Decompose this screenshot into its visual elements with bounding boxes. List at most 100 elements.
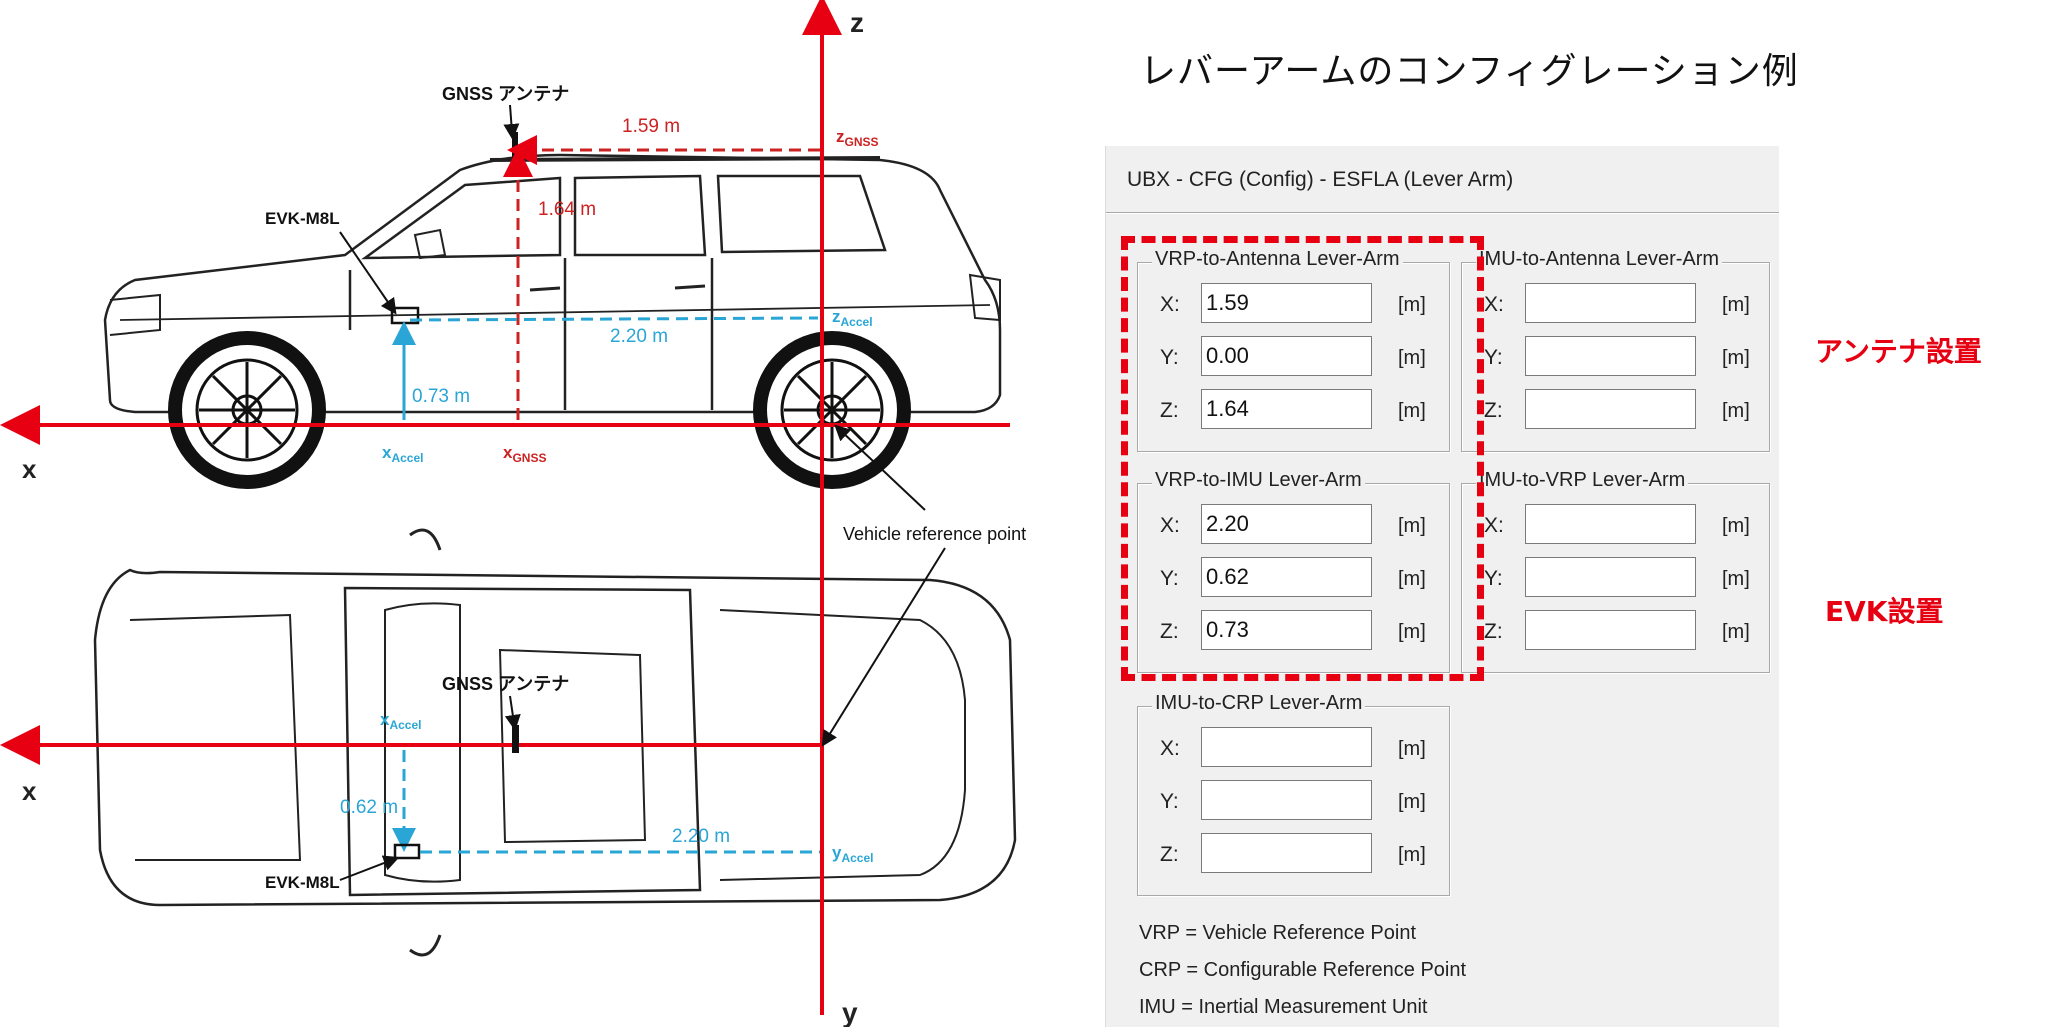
row-label: X: (1160, 293, 1180, 316)
unit-label: [m] (1722, 568, 1750, 590)
x-accel-top-label: xAccel (380, 710, 422, 732)
group-imu-to-vrp: IMU-to-VRP Lever-Arm X: [m] Y: [m] Z: [m… (1461, 469, 1770, 673)
dim-220-side: 2.20 m (610, 326, 668, 347)
unit-label: [m] (1398, 844, 1426, 866)
imu-antenna-x-input[interactable] (1525, 283, 1696, 323)
x-gnss-label: xGNSS (503, 443, 546, 465)
axis-y-label: y (842, 997, 858, 1027)
row-label: X: (1160, 514, 1180, 537)
vrp-antenna-row-z: Z: [m] (1138, 389, 1449, 433)
vehicle-reference-point-label: Vehicle reference point (843, 524, 1026, 544)
dialog-title: UBX - CFG (Config) - ESFLA (Lever Arm) (1127, 168, 1514, 191)
group-imu-to-antenna: IMU-to-Antenna Lever-Arm X: [m] Y: [m] Z… (1461, 248, 1770, 452)
evk-label-side: EVK-M8L (265, 209, 340, 228)
gnss-label-side: GNSS アンテナ (442, 84, 569, 104)
imu-crp-x-input[interactable] (1201, 727, 1372, 767)
unit-label: [m] (1722, 347, 1750, 369)
group-title-vrp-to-imu: VRP-to-IMU Lever-Arm (1152, 469, 1365, 492)
imu-vrp-row-y: Y: [m] (1462, 557, 1769, 601)
group-vrp-to-imu: VRP-to-IMU Lever-Arm X: [m] Y: [m] Z: [m… (1137, 469, 1450, 673)
imu-crp-row-y: Y: [m] (1138, 780, 1449, 824)
imu-crp-row-x: X: [m] (1138, 727, 1449, 771)
z-gnss-label: zGNSS (836, 127, 879, 149)
vrp-imu-row-y: Y: [m] (1138, 557, 1449, 601)
imu-vrp-y-input[interactable] (1525, 557, 1696, 597)
legend-imu: IMU = Inertial Measurement Unit (1139, 996, 1428, 1018)
unit-label: [m] (1722, 515, 1750, 537)
unit-label: [m] (1398, 347, 1426, 369)
y-accel-label: yAccel (832, 843, 874, 865)
imu-crp-z-input[interactable] (1201, 833, 1372, 873)
group-title-imu-to-crp: IMU-to-CRP Lever-Arm (1152, 692, 1366, 715)
vrp-imu-z-input[interactable] (1201, 610, 1372, 650)
row-label: Z: (1160, 843, 1179, 866)
page-title: レバーアームのコンフィグレーション例 (1140, 51, 1799, 92)
evk-label-top: EVK-M8L (265, 873, 340, 892)
imu-vrp-z-input[interactable] (1525, 610, 1696, 650)
axis-x-side-label: x (22, 454, 37, 484)
unit-label: [m] (1398, 400, 1426, 422)
unit-label: [m] (1398, 294, 1426, 316)
vehicle-lever-arm-diagram: z y x x GNSS アンテナ 1.59 m zGNSS 1.64 m xG… (0, 0, 1026, 1027)
row-label: Z: (1484, 620, 1503, 643)
axis-z-label: z (850, 7, 864, 38)
dim-164: 1.64 m (538, 199, 596, 220)
esfla-dialog: UBX - CFG (Config) - ESFLA (Lever Arm) V… (1105, 146, 1779, 1027)
car-side-wheels (168, 331, 911, 489)
z-accel-label: zAccel (832, 307, 873, 329)
row-label: Y: (1160, 346, 1179, 369)
vrp-antenna-row-x: X: [m] (1138, 283, 1449, 327)
gnss-label-top: GNSS アンテナ (442, 674, 569, 694)
unit-label: [m] (1722, 400, 1750, 422)
car-top-view (93, 528, 1017, 957)
vrp-imu-row-x: X: [m] (1138, 504, 1449, 548)
imu-crp-row-z: Z: [m] (1138, 833, 1449, 877)
evk-marker-top (393, 843, 421, 860)
vrp-antenna-y-input[interactable] (1201, 336, 1372, 376)
vrp-imu-x-input[interactable] (1201, 504, 1372, 544)
unit-label: [m] (1398, 515, 1426, 537)
unit-label: [m] (1398, 791, 1426, 813)
imu-antenna-z-input[interactable] (1525, 389, 1696, 429)
dim-062: 0.62 m (340, 797, 398, 818)
row-label: X: (1160, 737, 1180, 760)
vrp-antenna-x-input[interactable] (1201, 283, 1372, 323)
group-title-imu-to-antenna: IMU-to-Antenna Lever-Arm (1476, 248, 1723, 271)
axis-x-top-label: x (22, 776, 37, 806)
row-label: Y: (1160, 567, 1179, 590)
vrp-antenna-z-input[interactable] (1201, 389, 1372, 429)
imu-antenna-row-y: Y: [m] (1462, 336, 1769, 380)
vrp-groups-highlight (1121, 236, 1484, 681)
gnss-antenna-marker-top (512, 725, 519, 753)
row-label: Z: (1484, 399, 1503, 422)
unit-label: [m] (1398, 738, 1426, 760)
dim-159: 1.59 m (622, 116, 680, 137)
dim-073: 0.73 m (412, 386, 470, 407)
dim-220-top: 2.20 m (672, 826, 730, 847)
imu-antenna-row-x: X: [m] (1462, 283, 1769, 327)
row-label: X: (1484, 514, 1504, 537)
imu-vrp-row-z: Z: [m] (1462, 610, 1769, 654)
row-label: Z: (1160, 399, 1179, 422)
unit-label: [m] (1398, 568, 1426, 590)
dialog-separator (1106, 212, 1779, 213)
unit-label: [m] (1398, 621, 1426, 643)
row-label: X: (1484, 293, 1504, 316)
row-label: Z: (1160, 620, 1179, 643)
group-imu-to-crp: IMU-to-CRP Lever-Arm X: [m] Y: [m] Z: [m… (1137, 692, 1450, 896)
note-antenna-install: アンテナ設置 (1815, 335, 1982, 368)
gnss-antenna-marker-side (512, 132, 518, 158)
vrp-antenna-row-y: Y: [m] (1138, 336, 1449, 380)
unit-label: [m] (1722, 621, 1750, 643)
imu-crp-y-input[interactable] (1201, 780, 1372, 820)
unit-label: [m] (1722, 294, 1750, 316)
row-label: Y: (1484, 567, 1503, 590)
x-accel-side-label: xAccel (382, 443, 424, 465)
imu-vrp-x-input[interactable] (1525, 504, 1696, 544)
group-vrp-to-antenna: VRP-to-Antenna Lever-Arm X: [m] Y: [m] Z… (1137, 248, 1450, 452)
note-evk-install: EVK設置 (1825, 595, 1944, 628)
row-label: Y: (1160, 790, 1179, 813)
imu-antenna-y-input[interactable] (1525, 336, 1696, 376)
legend-vrp: VRP = Vehicle Reference Point (1139, 922, 1417, 944)
vrp-imu-y-input[interactable] (1201, 557, 1372, 597)
